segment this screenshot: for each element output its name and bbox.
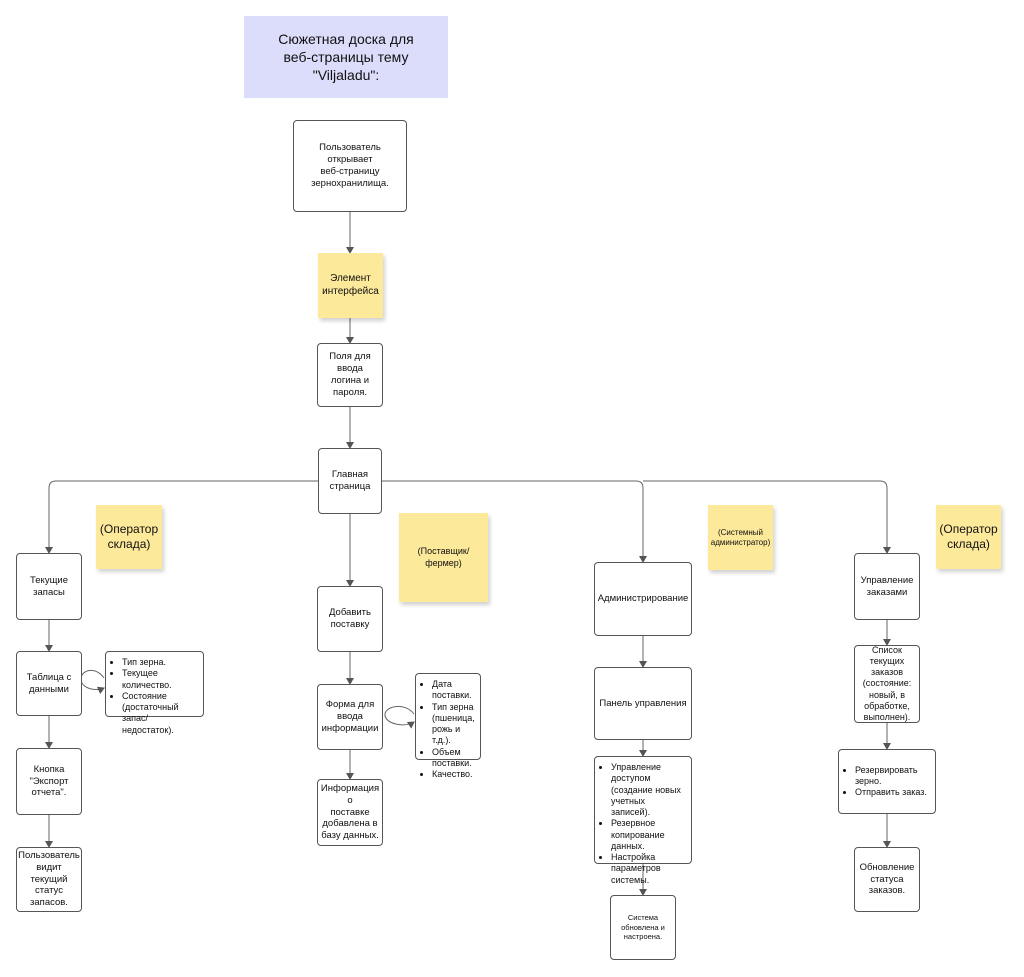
node-system-updated: Система обновлена и настроена.: [610, 895, 676, 960]
node-admin-features-list: Управление доступом (создание новых учет…: [594, 756, 692, 885]
node-order-actions-list: Резервировать зерно. Отправить заказ.: [838, 749, 936, 814]
node-current-stock: Текущие запасы: [16, 553, 82, 620]
sticky-role-operator-left: (Оператор склада): [96, 505, 162, 569]
sticky-role-sysadmin: (Системный администратор): [708, 505, 773, 570]
diagram-title: Сюжетная доска для веб-страницы тему "Vi…: [244, 16, 448, 98]
list-item: Управление доступом (создание новых учет…: [611, 762, 685, 818]
connector-main-to-orders: [643, 480, 891, 554]
node-main-page: Главная страница: [318, 448, 382, 514]
node-delivery-added: Информация о поставке добавлена в базу д…: [317, 779, 383, 846]
node-add-delivery: Добавить поставку: [317, 586, 383, 652]
node-form-fields-list: Дата поставки. Тип зерна (пшеница, рожь …: [415, 673, 481, 779]
node-data-table: Таблица с данными: [16, 651, 82, 716]
list-item: Тип зерна.: [122, 657, 197, 668]
connector-main-to-stock: [45, 480, 318, 554]
connector-main-to-admin: [382, 480, 647, 563]
node-order-list: Список текущих заказов (состояние: новый…: [854, 645, 920, 723]
list-item: Дата поставки.: [432, 679, 474, 702]
node-order-management: Управление заказами: [854, 553, 920, 620]
sticky-interface-element: Элемент интерфейса: [318, 253, 383, 318]
list-item: Резервировать зерно.: [855, 765, 929, 788]
list-item: Тип зерна (пшеница, рожь и т.д.).: [432, 702, 475, 747]
sticky-role-supplier: (Поставщик/фермер): [399, 513, 488, 602]
connector-table-detail-loop: [80, 670, 105, 695]
node-open-page: Пользователь открывает веб-страницу зерн…: [293, 120, 407, 212]
node-table-fields-list: Тип зерна. Текущее количество. Состояние…: [105, 651, 204, 735]
node-login-fields: Поля для ввода логина и пароля.: [317, 343, 383, 407]
list-item: Настройка параметров системы.: [611, 852, 685, 886]
list-item: Текущее количество.: [122, 668, 197, 691]
node-administration: Администрирование: [594, 562, 692, 636]
list-item: Объем поставки.: [432, 747, 474, 770]
node-user-sees-stock: Пользователь видит текущий статус запасо…: [16, 847, 82, 912]
list-item: Качество.: [432, 769, 474, 780]
connector-form-detail-loop: [384, 706, 415, 729]
sticky-role-operator-right: (Оператор склада): [936, 505, 1001, 569]
node-order-status-update: Обновление статуса заказов.: [854, 847, 920, 912]
list-item: Резервное копирование данных.: [611, 818, 685, 852]
list-item: Состояние (достаточный запас/недостаток)…: [122, 691, 197, 736]
list-item: Отправить заказ.: [855, 787, 929, 798]
node-export-button: Кнопка "Экспорт отчета".: [16, 748, 82, 815]
node-control-panel: Панель управления: [594, 667, 692, 740]
node-input-form: Форма для ввода информации: [317, 684, 383, 750]
